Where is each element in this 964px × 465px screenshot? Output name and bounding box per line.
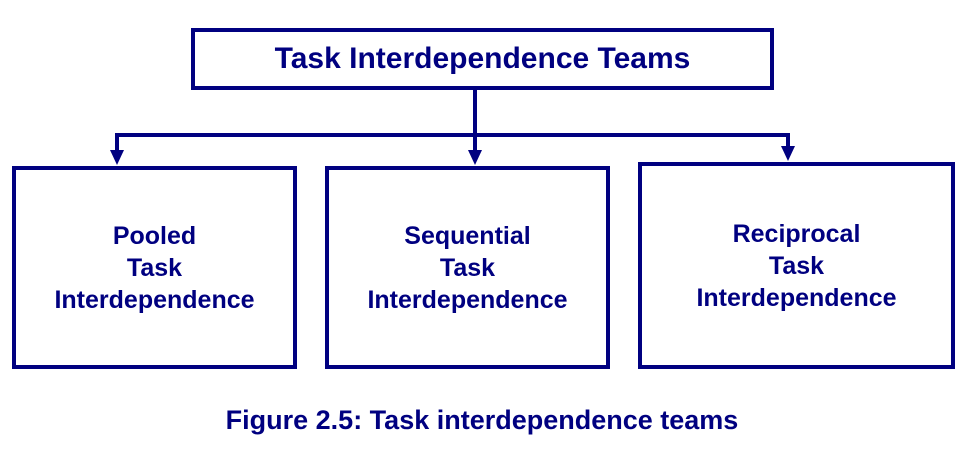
node-reciprocal-line-1: Reciprocal [732, 219, 861, 248]
root-node: Task Interdependence Teams [191, 28, 774, 90]
node-pooled-line-2: Task [126, 253, 183, 282]
node-sequential: Sequential Task Interdependence [325, 166, 610, 369]
node-pooled-line-1: Pooled [112, 221, 197, 250]
arrowhead-pooled [110, 150, 124, 165]
node-pooled-line-3: Interdependence [54, 285, 255, 314]
arrowhead-sequential [468, 150, 482, 165]
arrowhead-reciprocal [781, 146, 795, 161]
node-pooled: Pooled Task Interdependence [12, 166, 297, 369]
root-label: Task Interdependence Teams [274, 42, 691, 75]
node-sequential-line-3: Interdependence [367, 285, 568, 314]
node-reciprocal-line-2: Task [768, 251, 825, 280]
node-reciprocal-line-3: Interdependence [696, 283, 897, 312]
node-sequential-line-2: Task [439, 253, 496, 282]
node-reciprocal: Reciprocal Task Interdependence [638, 162, 955, 369]
figure-caption: Figure 2.5: Task interdependence teams [225, 405, 739, 435]
node-sequential-line-1: Sequential [404, 221, 531, 250]
